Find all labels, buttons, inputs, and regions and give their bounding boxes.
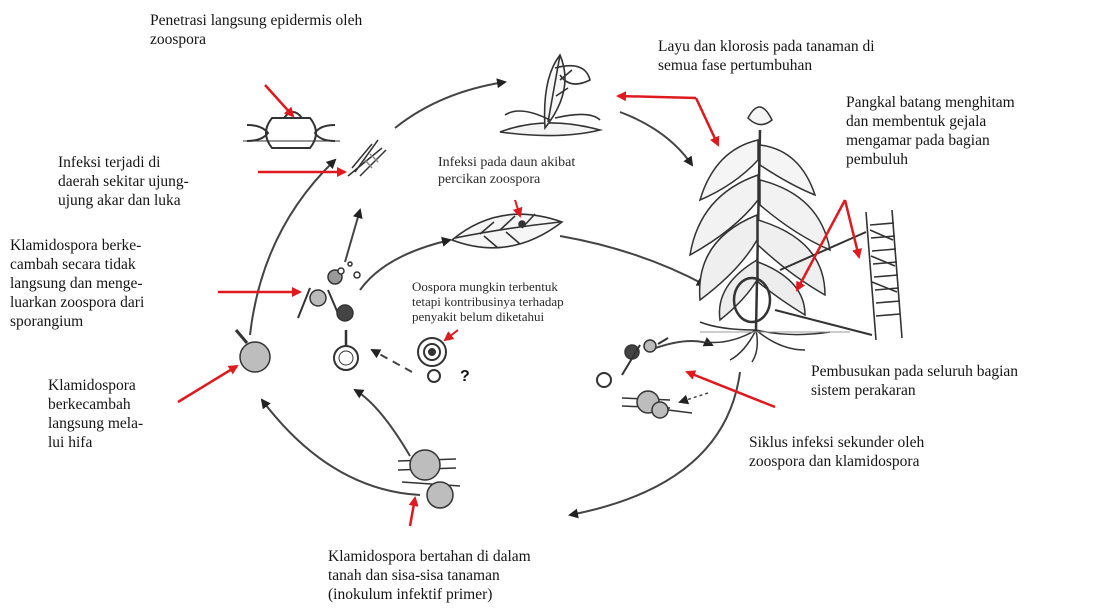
cycle-arrow-inner-up: [344, 208, 363, 263]
cycle-arrow-outer-bottom: [260, 398, 421, 496]
annotation-arrow-stem-left: [795, 199, 847, 292]
cycle-arrow-outer-left: [249, 158, 337, 336]
label-secondary-cycle: Siklus infeksi sekunder oleh zoospora da…: [749, 434, 925, 470]
label-oospore-note: Oospora mungkin terbentuk tetapi kontrib…: [412, 279, 564, 324]
label-penetration: Penetrasi langsung epidermis oleh zoospo…: [150, 12, 363, 48]
tobacco-plant-drawing: [689, 106, 850, 363]
vascular-section-drawing: [774, 209, 903, 341]
seedling-drawing: [499, 53, 604, 137]
label-indirect-germination: Klamidospora berke- cambah secara tidak …: [10, 237, 145, 330]
annotation-arrow-direct: [177, 364, 239, 404]
cycle-arrow-seedling-to-plant: [619, 111, 694, 167]
root-tip-drawing: [347, 139, 387, 177]
annotation-arrow-penetration: [264, 84, 295, 118]
annotation-arrow-secondary: [685, 370, 776, 409]
sporangium-germinating: [297, 261, 361, 322]
cycle-arrow-leaf-to-plant: [559, 235, 707, 286]
question-mark: ?: [460, 368, 470, 385]
annotation-arrow-wilting-left: [616, 91, 697, 102]
label-wilting-chlorosis: Layu dan klorosis pada tanaman di semua …: [658, 38, 875, 74]
cycle-arrow-inner-bottom: [353, 388, 411, 457]
annotation-arrow-wilting-right: [694, 97, 720, 147]
label-stem-base: Pangkal batang menghitam dan membentuk g…: [846, 94, 1015, 168]
epidermis-cells: [243, 111, 340, 149]
secondary-spores-drawing: [596, 337, 693, 419]
cycle-arrow-to-leaf: [359, 236, 452, 291]
chlamydospore-left: [234, 329, 271, 373]
annotation-arrow-primary: [408, 496, 419, 527]
oospore-drawing: [417, 329, 459, 383]
infected-leaf-drawing: [450, 199, 564, 249]
label-leaf-infection: Infeksi pada daun akibat percikan zoospo…: [438, 155, 576, 187]
sporangium-ring: [333, 330, 359, 371]
label-primary-inoculum: Klamidospora bertahan di dalam tanah dan…: [328, 548, 531, 603]
cycle-arrow-secondary: [649, 337, 714, 351]
label-root-tip-infection: Infeksi terjadi di daerah sekitar ujung-…: [58, 154, 189, 209]
chlamydospore-primary: [397, 449, 461, 509]
annotation-arrow-stem-right: [843, 199, 862, 259]
cycle-arrow-outer-right: [568, 371, 741, 519]
label-direct-germination: Klamidospora berkecambah langsung mela- …: [48, 377, 144, 451]
annotation-arrows: [177, 84, 862, 527]
cycle-arrows: [249, 78, 741, 519]
label-root-rot: Pembusukan pada seluruh bagian sistem pe…: [811, 363, 1019, 399]
cycle-arrow-to-seedling: [394, 78, 507, 129]
cycle-arrow-secondary-dotted: [678, 392, 709, 405]
cycle-arrow-dashed-to-sporangium: [370, 349, 413, 373]
